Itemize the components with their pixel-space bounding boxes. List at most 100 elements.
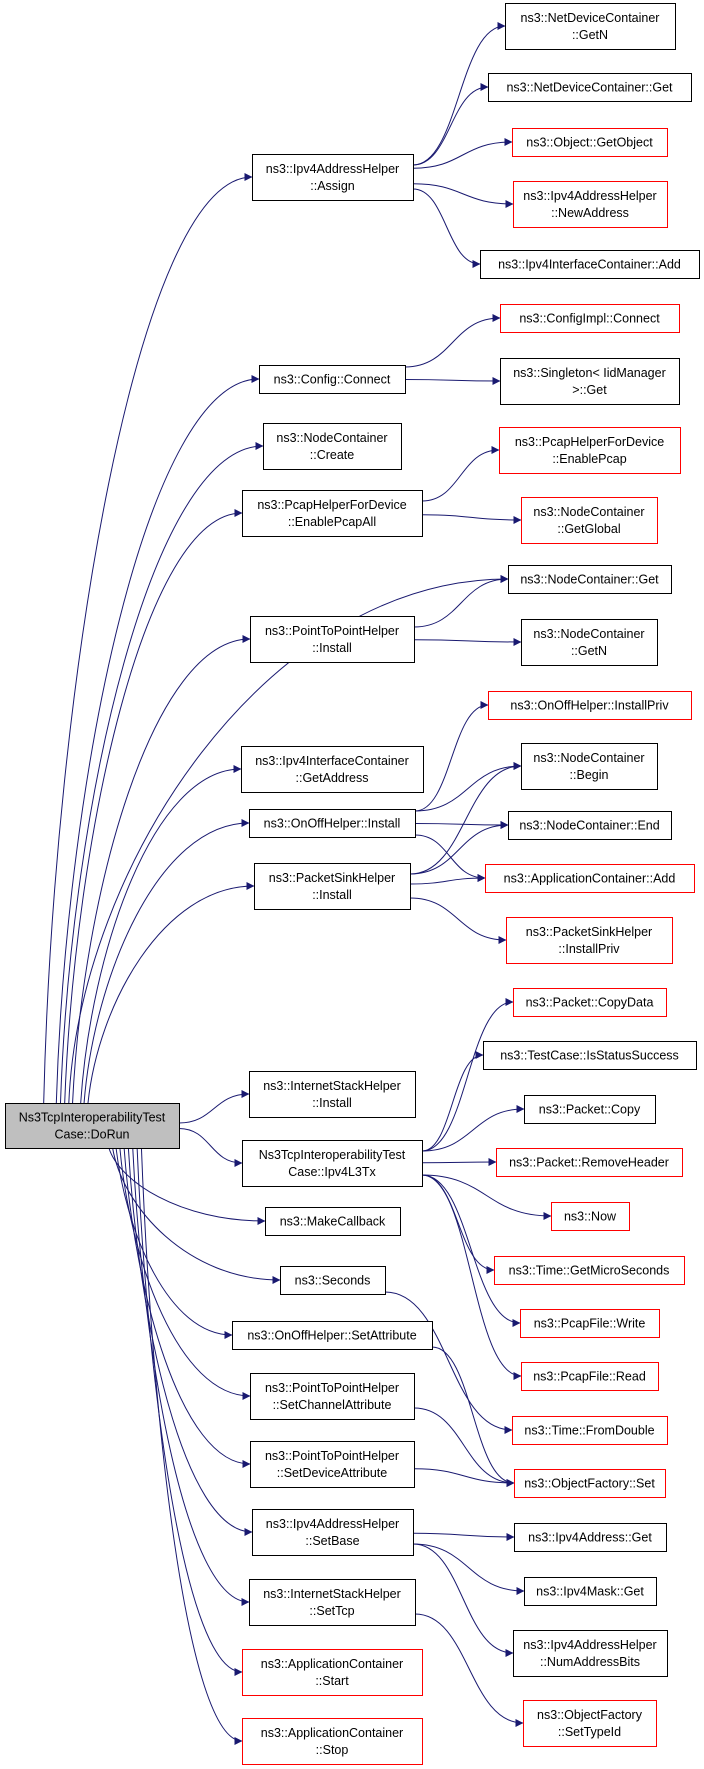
node-box [521, 1362, 659, 1391]
node-packet_copydata[interactable]: ns3::Packet::CopyData [513, 988, 667, 1017]
node-ipv4ic_add[interactable]: ns3::Ipv4InterfaceContainer::Add [480, 250, 700, 279]
node-makecallback[interactable]: ns3::MakeCallback [265, 1207, 401, 1236]
node-box [242, 1718, 423, 1765]
edge-root-to-ipv4l3tx [178, 1128, 243, 1167]
node-ish_settcp[interactable]: ns3::InternetStackHelper::SetTcp [249, 1579, 416, 1626]
node-ipv4addr_get[interactable]: ns3::Ipv4Address::Get [514, 1523, 667, 1552]
node-ipv4ah_numaddrbits[interactable]: ns3::Ipv4AddressHelper::NumAddressBits [513, 1630, 668, 1677]
node-psink_installpriv[interactable]: ns3::PacketSinkHelper::InstallPriv [506, 917, 673, 964]
node-ipv4ah_assign[interactable]: ns3::Ipv4AddressHelper::Assign [252, 154, 414, 201]
node-label-line: ns3::NodeContainer [533, 627, 644, 641]
edge-ipv4l3tx-to-pcapfile_read [421, 1174, 522, 1380]
node-label-line: ns3::NodeContainer::End [519, 819, 659, 833]
node-box [252, 1509, 414, 1556]
node-appcont_add[interactable]: ns3::ApplicationContainer::Add [485, 864, 695, 893]
node-ndc_get[interactable]: ns3::NetDeviceContainer::Get [488, 73, 692, 102]
node-label-line: ns3::Ipv4AddressHelper [523, 1638, 656, 1652]
node-nodecont_create[interactable]: ns3::NodeContainer::Create [263, 423, 402, 470]
node-singleton_get[interactable]: ns3::Singleton< IidManager>::Get [500, 358, 680, 405]
node-ipv4ah_newaddr[interactable]: ns3::Ipv4AddressHelper::NewAddress [513, 181, 668, 228]
node-ipv4ah_setbase[interactable]: ns3::Ipv4AddressHelper::SetBase [252, 1509, 414, 1556]
node-ipv4ic_getaddr[interactable]: ns3::Ipv4InterfaceContainer::GetAddress [241, 746, 424, 793]
node-ish_install[interactable]: ns3::InternetStackHelper::Install [249, 1071, 416, 1118]
node-label-line: ns3::ConfigImpl::Connect [519, 312, 660, 326]
node-label-line: ::EnablePcap [552, 452, 626, 466]
edge-ipv4ah_assign-to-ndc_get [412, 83, 489, 166]
node-p2p_setdev[interactable]: ns3::PointToPointHelper::SetDeviceAttrib… [250, 1441, 415, 1488]
node-label-line: ns3::ApplicationContainer [261, 1657, 403, 1671]
node-label-line: ::Install [312, 888, 352, 902]
node-box [232, 1321, 433, 1350]
edge-root-to-p2p_install [72, 635, 251, 1104]
node-label-line: ns3::ApplicationContainer [261, 1726, 403, 1740]
node-now[interactable]: ns3::Now [551, 1202, 630, 1231]
node-box [524, 1095, 656, 1124]
node-pcapfile_read[interactable]: ns3::PcapFile::Read [521, 1362, 659, 1391]
node-label-line: ns3::PcapFile::Write [534, 1317, 646, 1331]
edge-ipv4ah_setbase-to-ipv4addr_get [412, 1532, 515, 1541]
node-label-line: ns3::NodeContainer [276, 431, 387, 445]
edge-ipv4ah_assign-to-ipv4ah_newaddr [412, 183, 514, 208]
node-obj_getobject[interactable]: ns3::Object::GetObject [512, 128, 668, 157]
node-packet_removeheader[interactable]: ns3::Packet::RemoveHeader [496, 1148, 683, 1177]
node-objfactory_set[interactable]: ns3::ObjectFactory::Set [514, 1469, 666, 1498]
node-label-line: ::SetDeviceAttribute [277, 1466, 388, 1480]
edge-ipv4ah_setbase-to-ipv4mask_get [412, 1543, 525, 1595]
node-label-line: ns3::TestCase::IsStatusSuccess [500, 1049, 679, 1063]
node-nodecont_getn[interactable]: ns3::NodeContainer::GetN [521, 619, 658, 666]
node-nodecont_getglobal[interactable]: ns3::NodeContainer::GetGlobal [521, 497, 658, 544]
node-objfactory_settypeid[interactable]: ns3::ObjectFactory::SetTypeId [523, 1700, 657, 1747]
node-pcap_enableall[interactable]: ns3::PcapHelperForDevice::EnablePcapAll [242, 490, 423, 537]
edge-config_connect-to-configimpl_connect [404, 314, 501, 368]
edge-psink_install-to-psink_installpriv [409, 897, 507, 944]
node-time_getmicro[interactable]: ns3::Time::GetMicroSeconds [494, 1256, 685, 1285]
edge-root-to-pcap_enableall [64, 509, 243, 1104]
edge-pcap_enableall-to-pcap_enable [421, 446, 500, 502]
node-time_fromdouble[interactable]: ns3::Time::FromDouble [512, 1416, 668, 1445]
node-psink_install[interactable]: ns3::PacketSinkHelper::Install [254, 863, 411, 910]
node-box [250, 1441, 415, 1488]
node-box [280, 1266, 386, 1295]
node-onoff_installpriv[interactable]: ns3::OnOffHelper::InstallPriv [488, 691, 692, 720]
node-ndc_getn[interactable]: ns3::NetDeviceContainer::GetN [505, 3, 676, 50]
node-pcapfile_write[interactable]: ns3::PcapFile::Write [520, 1309, 660, 1338]
node-p2p_setchan[interactable]: ns3::PointToPointHelper::SetChannelAttri… [250, 1373, 415, 1420]
node-box [242, 490, 423, 537]
node-label-line: ns3::ObjectFactory::Set [524, 1477, 655, 1491]
edge-root-to-ish_install [178, 1090, 250, 1124]
node-nodecont_get[interactable]: ns3::NodeContainer::Get [508, 565, 672, 594]
node-label-line: ns3::PcapFile::Read [533, 1370, 646, 1384]
edge-psink_install-to-appcont_add [409, 874, 486, 885]
node-pcap_enable[interactable]: ns3::PcapHelperForDevice::EnablePcap [499, 427, 681, 474]
node-label-line: ns3::PacketSinkHelper [526, 925, 652, 939]
node-box [496, 1148, 683, 1177]
node-appcont_start[interactable]: ns3::ApplicationContainer::Start [242, 1649, 423, 1696]
edge-root-to-ipv4ic_getaddr [80, 765, 242, 1104]
node-onoff_setattr[interactable]: ns3::OnOffHelper::SetAttribute [232, 1321, 433, 1350]
node-nodecont_begin[interactable]: ns3::NodeContainer::Begin [521, 743, 658, 790]
node-label-line: ns3::Singleton< IidManager [513, 366, 666, 380]
node-p2p_install[interactable]: ns3::PointToPointHelper::Install [250, 616, 415, 663]
node-box [499, 427, 681, 474]
node-nodecont_end[interactable]: ns3::NodeContainer::End [508, 811, 672, 840]
node-seconds[interactable]: ns3::Seconds [280, 1266, 386, 1295]
node-onoff_install[interactable]: ns3::OnOffHelper::Install [249, 809, 416, 838]
node-label-line: ::Start [315, 1674, 349, 1688]
node-label-line: ns3::Ipv4AddressHelper [266, 1517, 399, 1531]
node-testcase_isstatus[interactable]: ns3::TestCase::IsStatusSuccess [483, 1041, 697, 1070]
edge-root-to-p2p_setdev [123, 1147, 251, 1468]
edge-ipv4l3tx-to-packet_removeheader [421, 1158, 497, 1167]
nodes-layer: Ns3TcpInteroperabilityTestCase::DoRunns3… [5, 3, 700, 1765]
node-label-line: Ns3TcpInteroperabilityTest [19, 1111, 166, 1125]
edge-ipv4l3tx-to-time_getmicro [421, 1174, 495, 1274]
node-ipv4mask_get[interactable]: ns3::Ipv4Mask::Get [524, 1577, 657, 1606]
node-label-line: ::Begin [570, 768, 609, 782]
node-packet_copy[interactable]: ns3::Packet::Copy [524, 1095, 656, 1124]
node-configimpl_connect[interactable]: ns3::ConfigImpl::Connect [500, 304, 680, 333]
node-box [480, 250, 700, 279]
node-appcont_stop[interactable]: ns3::ApplicationContainer::Stop [242, 1718, 423, 1765]
node-config_connect[interactable]: ns3::Config::Connect [259, 365, 406, 394]
node-label-line: ::Stop [316, 1743, 349, 1757]
